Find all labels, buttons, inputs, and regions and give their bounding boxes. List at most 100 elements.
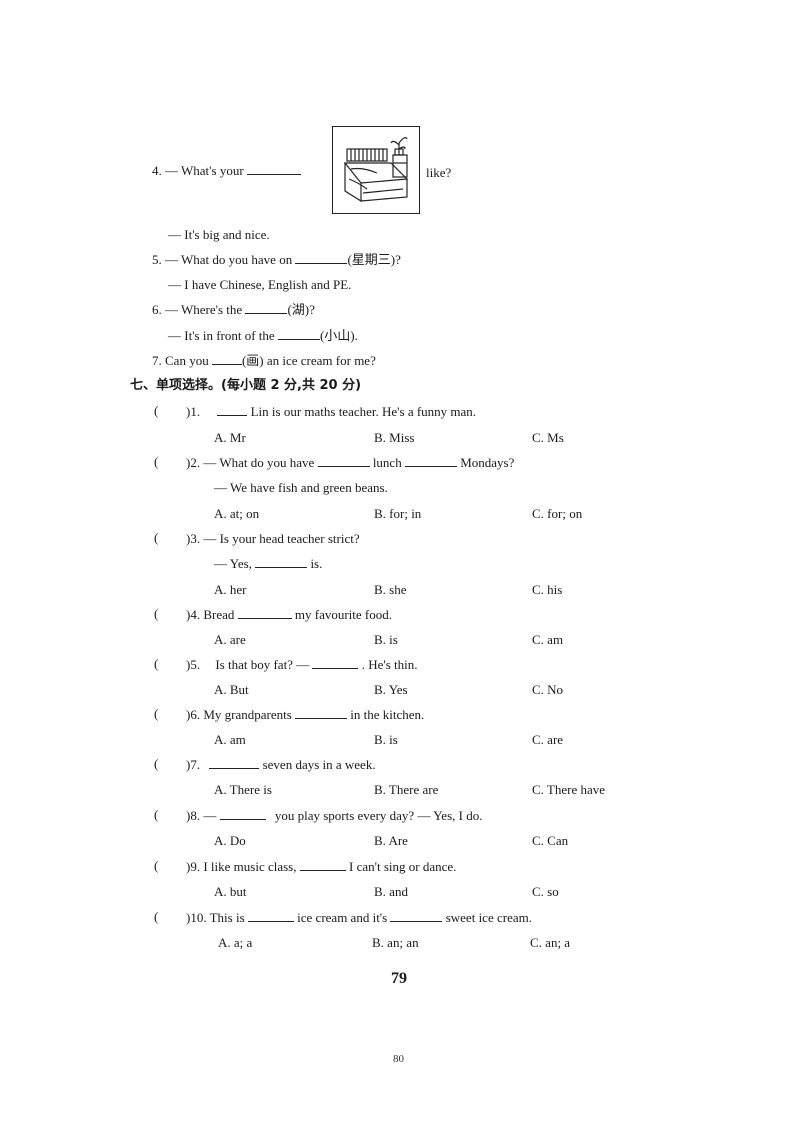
- question-text: — Where's the: [165, 302, 243, 317]
- question-number: )7.: [186, 757, 201, 772]
- answer-blank[interactable]: [247, 909, 294, 922]
- question-line-2: — Yes, is.: [214, 555, 322, 573]
- answer-paren[interactable]: (: [154, 454, 159, 469]
- answer-line: — It's big and nice.: [168, 227, 270, 242]
- hint-text: (小山).: [319, 328, 358, 343]
- option-c[interactable]: C. am: [532, 632, 564, 647]
- option-b[interactable]: B. an; an: [372, 935, 419, 950]
- answer-blank[interactable]: [217, 403, 248, 416]
- answer-blank[interactable]: [219, 807, 266, 820]
- question-text: sweet ice cream.: [445, 910, 532, 925]
- answer-paren[interactable]: (: [154, 756, 159, 771]
- answer-blank[interactable]: [246, 162, 301, 175]
- option-b[interactable]: B. Yes: [374, 682, 408, 697]
- question-text: Lin is our maths teacher. He's a funny m…: [250, 404, 477, 419]
- question-text: — Yes,: [214, 556, 252, 571]
- option-c[interactable]: C. Can: [532, 833, 569, 848]
- answer-blank[interactable]: [317, 454, 370, 467]
- question-number: 5.: [152, 252, 162, 267]
- option-a[interactable]: A. Do: [214, 833, 246, 848]
- question-text: Is that boy fat? —: [215, 657, 310, 672]
- question-number: 4.: [152, 163, 162, 178]
- option-a[interactable]: A. but: [214, 884, 247, 899]
- answer-blank[interactable]: [237, 606, 292, 619]
- answer-text: — It's in front of the: [168, 328, 275, 343]
- option-a[interactable]: A. her: [214, 582, 247, 597]
- answer-paren[interactable]: (: [154, 606, 159, 621]
- option-a[interactable]: A. am: [214, 732, 246, 747]
- answer-line-6: — It's in front of the (小山).: [168, 327, 358, 345]
- option-c[interactable]: C. an; a: [530, 935, 571, 950]
- question-text: I like music class,: [203, 859, 297, 874]
- answer-paren[interactable]: (: [154, 656, 159, 671]
- question-number: )4.: [186, 607, 201, 622]
- hint-text: (星期三)?: [347, 252, 401, 267]
- option-a[interactable]: A. are: [214, 632, 246, 647]
- question-number: )5.: [186, 657, 201, 672]
- answer-paren[interactable]: (: [154, 909, 159, 924]
- answer-paren[interactable]: (: [154, 858, 159, 873]
- option-b[interactable]: B. she: [374, 582, 407, 597]
- page-number: 79: [391, 970, 407, 987]
- hint-text: (湖)?: [287, 302, 315, 317]
- option-c[interactable]: C. No: [532, 682, 564, 697]
- option-b[interactable]: B. is: [374, 632, 398, 647]
- option-a[interactable]: A. There is: [214, 782, 272, 797]
- option-c[interactable]: C. for; on: [532, 506, 583, 521]
- question-text: lunch: [372, 455, 402, 470]
- answer-blank[interactable]: [295, 706, 348, 719]
- option-c[interactable]: C. are: [532, 732, 564, 747]
- footer-page-number: 80: [393, 1053, 404, 1065]
- question-text: — Is your head teacher strict?: [203, 531, 360, 546]
- option-a[interactable]: A. at; on: [214, 506, 260, 521]
- mc-question-5: )5. Is that boy fat? — . He's thin.: [186, 656, 418, 674]
- answer-paren[interactable]: (: [154, 403, 159, 418]
- option-b[interactable]: B. There are: [374, 782, 439, 797]
- question-text: — What do you have on: [165, 252, 293, 267]
- option-b[interactable]: B. Miss: [374, 430, 415, 445]
- answer-blank[interactable]: [209, 756, 260, 769]
- question-number: 6.: [152, 302, 162, 317]
- option-a[interactable]: A. But: [214, 682, 249, 697]
- option-a[interactable]: A. a; a: [218, 935, 253, 950]
- question-number: )1.: [186, 404, 201, 419]
- option-b[interactable]: B. and: [374, 884, 408, 899]
- question-5: 5. — What do you have on (星期三)?: [152, 251, 401, 269]
- bedroom-picture: [332, 126, 420, 214]
- hint-text: (画) an ice cream for me?: [241, 353, 376, 368]
- answer-blank[interactable]: [404, 454, 457, 467]
- answer-blank[interactable]: [211, 352, 242, 365]
- mc-question-6: )6. My grandparents in the kitchen.: [186, 706, 424, 724]
- option-a[interactable]: A. Mr: [214, 430, 246, 445]
- option-b[interactable]: B. for; in: [374, 506, 422, 521]
- answer-paren[interactable]: (: [154, 807, 159, 822]
- answer-blank[interactable]: [390, 909, 443, 922]
- option-c[interactable]: C. his: [532, 582, 563, 597]
- question-number: )6.: [186, 707, 201, 722]
- question-4: 4. — What's your: [152, 162, 301, 180]
- question-number: )2.: [186, 455, 201, 470]
- question-number: )9.: [186, 859, 201, 874]
- answer-blank[interactable]: [312, 656, 359, 669]
- option-b[interactable]: B. is: [374, 732, 398, 747]
- bed-icon: [343, 137, 409, 203]
- question-6: 6. — Where's the (湖)?: [152, 301, 315, 319]
- question-text: seven days in a week.: [262, 757, 376, 772]
- mc-question-10: )10. This is ice cream and it's sweet ic…: [186, 909, 532, 927]
- answer-blank[interactable]: [245, 301, 288, 314]
- answer-blank[interactable]: [299, 858, 346, 871]
- question-text-after: like?: [426, 165, 452, 180]
- option-c[interactable]: C. so: [532, 884, 559, 899]
- option-b[interactable]: B. Are: [374, 833, 408, 848]
- answer-blank[interactable]: [277, 327, 320, 340]
- answer-blank[interactable]: [295, 251, 348, 264]
- answer-blank[interactable]: [255, 555, 308, 568]
- question-text: is.: [310, 556, 323, 571]
- answer-paren[interactable]: (: [154, 706, 159, 721]
- mc-question-8: )8. — you play sports every day? — Yes, …: [186, 807, 482, 825]
- option-c[interactable]: C. There have: [532, 782, 606, 797]
- option-c[interactable]: C. Ms: [532, 430, 564, 445]
- question-text: my favourite food.: [294, 607, 393, 622]
- question-text: — What do you have: [203, 455, 315, 470]
- answer-paren[interactable]: (: [154, 530, 159, 545]
